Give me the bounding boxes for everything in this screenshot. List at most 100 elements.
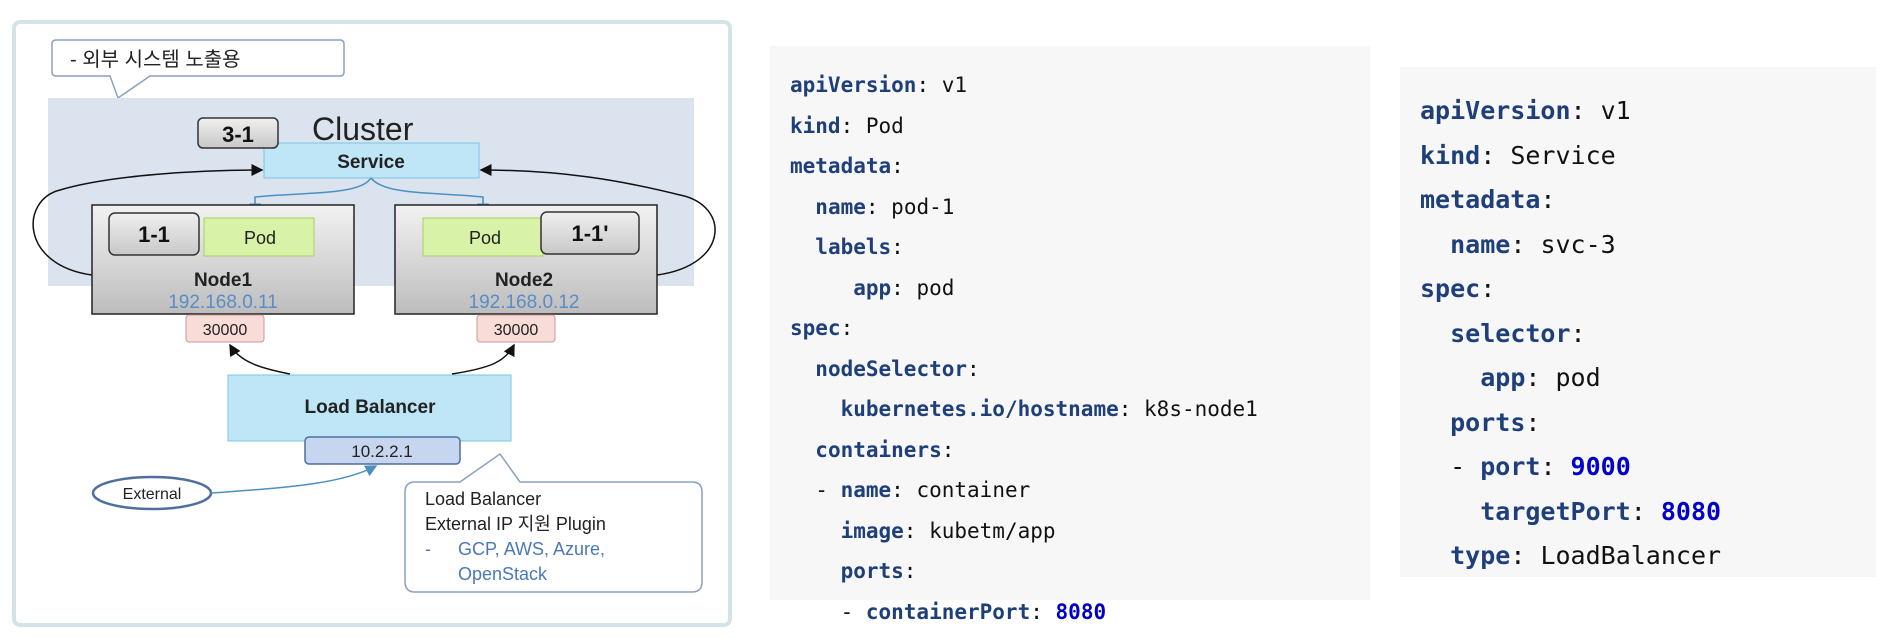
yaml-line: labels: [790, 227, 1370, 268]
lb-to-node2-arrow [451, 343, 515, 375]
yaml-line: metadata: [1420, 185, 1556, 214]
svg-text:Node1: Node1 [194, 270, 253, 291]
yaml-line: name: svc-3 [1420, 223, 1876, 268]
service-to-pod1-arrow [249, 177, 372, 216]
svg-text:192.168.0.12: 192.168.0.12 [469, 292, 580, 313]
yaml-line: - name: container [790, 478, 1031, 502]
yaml-key: apiVersion [1420, 96, 1571, 125]
svg-text:GCP, AWS, Azure,: GCP, AWS, Azure, [458, 539, 605, 559]
yaml-value: v1 [1585, 96, 1631, 125]
yaml-key: labels [815, 235, 892, 259]
yaml-key: spec [790, 316, 841, 340]
service-box: Service [263, 142, 480, 179]
yaml-number-value: 8080 [1645, 496, 1722, 526]
yaml-key: name [840, 478, 892, 502]
yaml-key: name [1450, 229, 1511, 259]
yaml-indent [1420, 541, 1450, 570]
yaml-number-value: 8080 [1042, 599, 1107, 624]
loop-arrow-left [32, 164, 264, 276]
svg-text:10.2.2.1: 10.2.2.1 [351, 442, 412, 461]
yaml-line: - containerPort: 8080 [790, 599, 1107, 624]
yaml-line: type: LoadBalancer [1420, 534, 1876, 579]
svg-text:External IP 지원 Plugin: External IP 지원 Plugin [425, 514, 606, 534]
yaml-indent [1420, 319, 1450, 348]
yaml-key: metadata [1420, 185, 1541, 214]
node2-port: 30000 [476, 314, 556, 343]
pod1 [203, 217, 315, 257]
svg-text:1-1: 1-1 [138, 222, 170, 247]
svg-text:OpenStack: OpenStack [458, 564, 548, 584]
yaml-indent [1420, 408, 1450, 437]
yaml-line: app: pod [1420, 356, 1876, 401]
loop-arrow-right [479, 164, 716, 276]
svg-text:Pod: Pod [469, 228, 501, 248]
callout-external-exposure: - 외부 시스템 노출용 [51, 39, 345, 100]
svg-text:Pod: Pod [244, 228, 276, 248]
yaml-line: image: kubetm/app [790, 511, 1370, 552]
yaml-line: spec: [790, 316, 854, 340]
yaml-indent [790, 357, 815, 381]
yaml-key: app [1480, 363, 1526, 392]
load-balancer-box: Load Balancer 10.2.2.1 [227, 374, 512, 465]
svg-text:Load Balancer: Load Balancer [425, 489, 541, 509]
yaml-indent [790, 235, 815, 259]
yaml-value: svc-3 [1525, 229, 1616, 259]
yaml-key: spec [1420, 274, 1481, 303]
svg-text:External: External [123, 486, 182, 503]
service-loadbalancer-diagram: - 외부 시스템 노출용 Cluster Service 3-1 Pod 1-1… [12, 20, 732, 627]
yaml-line: name: pod-1 [790, 187, 1370, 228]
svg-text:Service: Service [337, 152, 405, 173]
yaml-indent [790, 519, 841, 543]
yaml-key: ports [840, 559, 904, 583]
external-to-lb-arrow [210, 465, 378, 494]
yaml-line: kind: Service [1420, 140, 1616, 170]
yaml-indent [790, 276, 853, 300]
yaml-indent: - [1420, 452, 1481, 481]
yaml-line: containers: [790, 430, 1370, 471]
svg-text:3-1: 3-1 [222, 122, 254, 147]
yaml-key: containerPort [865, 599, 1031, 624]
yaml-value: LoadBalancer [1525, 541, 1722, 570]
external-client: External [91, 475, 213, 511]
svg-text:- 외부 시스템 노출용: - 외부 시스템 노출용 [70, 48, 241, 71]
yaml-line: spec: [1420, 274, 1496, 303]
callout-lb-plugin: Load Balancer External IP 지원 Plugin - GC… [404, 452, 703, 593]
yaml-line: nodeSelector: [790, 349, 1370, 390]
yaml-indent [790, 438, 815, 462]
yaml-value: pod [1540, 363, 1601, 392]
yaml-key: port [1480, 452, 1541, 481]
yaml-line: - port: 9000 [1420, 452, 1631, 481]
yaml-value: pod [903, 275, 955, 300]
yaml-key: metadata [790, 154, 892, 178]
yaml-line: kubernetes.io/hostname: k8s-node1 [790, 389, 1370, 430]
svg-text:-: - [425, 539, 431, 559]
lb-to-node1-arrow [229, 343, 291, 375]
yaml-value: Pod [853, 113, 904, 138]
yaml-key: containers [815, 437, 942, 462]
node1-box: Pod 1-1 Node1 192.168.0.11 [91, 204, 355, 315]
pod-yaml-code-block: apiVersion: v1 kind: Pod metadata: name: p… [770, 46, 1370, 624]
yaml-value: container [903, 478, 1031, 502]
yaml-indent: - [790, 478, 841, 502]
yaml-key: ports [1450, 407, 1526, 437]
node1-port: 30000 [185, 314, 265, 343]
yaml-value: kubetm/app [916, 518, 1056, 543]
yaml-key: app [853, 275, 892, 300]
yaml-value: pod-1 [878, 194, 955, 219]
svg-text:192.168.0.11: 192.168.0.11 [168, 292, 278, 313]
yaml-line: metadata: [790, 154, 904, 178]
yaml-key: kubernetes.io/hostname [840, 397, 1119, 421]
yaml-line: apiVersion: v1 [790, 73, 968, 97]
svg-text:1-1': 1-1' [571, 221, 608, 246]
service-to-pod2-arrow [370, 177, 489, 216]
yaml-value: v1 [929, 73, 968, 97]
service-badge: 3-1 [197, 117, 279, 149]
svg-text:Load Balancer: Load Balancer [305, 397, 437, 418]
yaml-line: app: pod [790, 268, 1370, 309]
yaml-number-value: 9000 [1555, 452, 1631, 481]
yaml-indent: - [790, 599, 866, 624]
yaml-line: kind: Pod [790, 113, 904, 138]
yaml-indent [1420, 497, 1480, 526]
yaml-indent [1420, 230, 1450, 259]
